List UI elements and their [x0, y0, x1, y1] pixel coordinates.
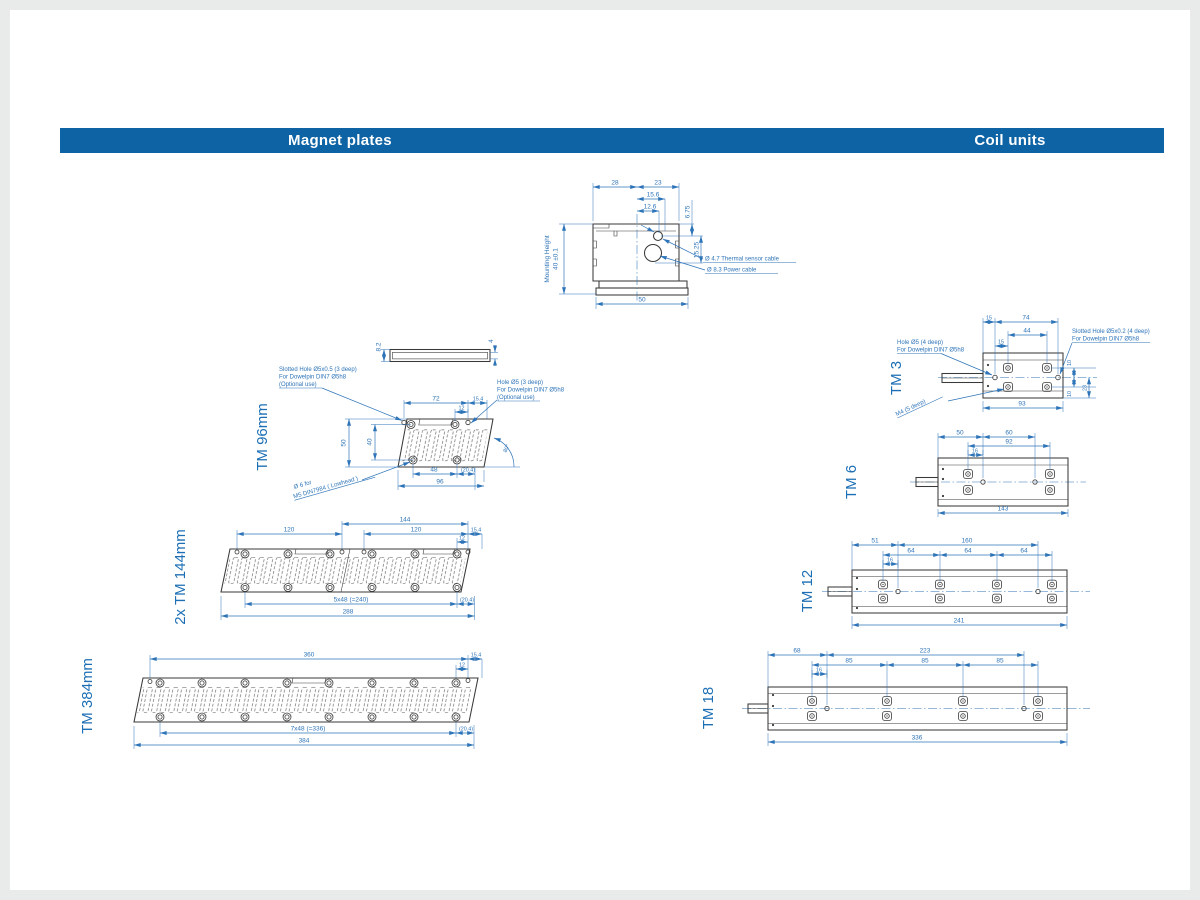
dim-label: 336: [912, 735, 923, 742]
dim-label: 28: [611, 180, 619, 187]
dim-label: 15.4: [473, 397, 484, 403]
tm12-label: TM 12: [799, 570, 816, 613]
dim-label: (20.4): [461, 468, 475, 474]
tm144-drawing: 2x TM 144mm 120 144 120 15.4 12 5x48 (=2…: [172, 517, 483, 625]
dim-label: 15: [998, 340, 1004, 346]
dim-label: 4: [488, 339, 495, 343]
dim-label: 96: [436, 479, 444, 486]
tm96-drawing: TM 96mm 8.2 4 72 15.4 12 50 40 48 (20.4)…: [254, 339, 565, 501]
dim-label: 15: [986, 316, 992, 322]
dim-label: 384: [299, 738, 310, 745]
tm3-drawing: TM 3 15 74 44 15 10 10 23 93 Hole Ø5 (4 …: [888, 315, 1150, 419]
tm384-label: TM 384mm: [79, 658, 96, 734]
dim-label: 160: [962, 538, 973, 545]
dim-label: 48: [430, 467, 438, 474]
dim-label: 241: [954, 618, 965, 625]
tm384-drawing: TM 384mm 360 15.4 12 7x48 (=336) (20.4) …: [79, 652, 483, 749]
dim-label: 44: [1023, 328, 1031, 335]
dim-label: 8.2: [376, 342, 383, 351]
tm3-hole-note: Hole Ø5 (4 deep): [897, 340, 943, 346]
dim-label: (20.4): [459, 727, 473, 733]
dim-label: 12.6: [644, 204, 657, 211]
dim-label: 23: [1083, 385, 1089, 391]
dim-label: 15.6: [647, 192, 660, 199]
slotted-hole-note: For Dowelpin DIN7 Ø5h8: [279, 375, 347, 381]
dim-label: 93: [1018, 401, 1026, 408]
dim-label: 16: [887, 558, 893, 564]
section-header-bar: Magnet plates Coil units: [60, 128, 1164, 153]
dim-label: 64: [907, 548, 915, 555]
dim-label: 6.75: [685, 205, 692, 218]
dim-label: 223: [920, 648, 931, 655]
power-cable-note: Ø 8.3 Power cable: [707, 268, 757, 274]
screw-note-line1: Ø 6 for: [293, 480, 312, 491]
mounting-height-value: 40 ±0.1: [553, 248, 560, 270]
dim-label: 12: [459, 536, 465, 542]
tm6-label: TM 6: [843, 465, 860, 499]
tm12-drawing: TM 12 51 160 64 64 64 16 241: [799, 538, 1090, 629]
dim-label: 23: [654, 180, 662, 187]
dim-label: 16: [972, 449, 978, 455]
dim-label: 10: [1067, 360, 1073, 366]
tm3-slotted-note: For Dowelpin DIN7 Ø5h8: [1072, 337, 1140, 343]
dim-label: 120: [411, 527, 422, 534]
dim-label: 92: [1005, 439, 1013, 446]
tm6-drawing: TM 6 50 60 92 16 143: [843, 430, 1086, 517]
dim-label: 74: [1022, 315, 1030, 322]
tm3-hole-note: For Dowelpin DIN7 Ø5h8: [897, 348, 965, 354]
thread-note-text: M4 (5 deep): [895, 399, 927, 418]
dim-label: 15.4: [471, 528, 482, 534]
dim-label: 143: [998, 506, 1009, 513]
dim-label: 68: [793, 648, 801, 655]
dim-label: 50: [341, 439, 348, 447]
dim-label: 15.4: [471, 653, 482, 659]
tm144-label: 2x TM 144mm: [172, 529, 189, 625]
dim-label: 16: [816, 668, 822, 674]
dim-label: 85: [996, 658, 1004, 665]
dim-label: 85: [921, 658, 929, 665]
dim-label: 360: [304, 652, 315, 659]
coil-units-header: Coil units: [974, 132, 1046, 149]
thermal-cable-note: Ø 4.7 Thermal sensor cable: [705, 257, 780, 263]
dim-label: 120: [284, 527, 295, 534]
hole-note: (Optional use): [497, 395, 535, 401]
dim-label: 60: [1005, 430, 1013, 437]
mounting-height-label: Mounting Height: [544, 235, 551, 283]
tm3-slotted-note: Slotted Hole Ø5x0.2 (4 deep): [1072, 329, 1150, 335]
tm18-drawing: TM 18 68 223 85 85 85 16 336: [700, 648, 1090, 746]
dim-label: 64: [1020, 548, 1028, 555]
tm18-label: TM 18: [700, 687, 717, 730]
screw-note: Ø 6 for M5 DIN7984 ( Lowhead ): [293, 476, 376, 501]
slotted-hole-note: Slotted Hole Ø5x0.5 (3 deep): [279, 367, 357, 373]
hole-note: For Dowelpin DIN7 Ø5h8: [497, 388, 565, 394]
hole-note: Hole Ø5 (3 deep): [497, 380, 543, 386]
dim-label: 7x48 (=336): [291, 726, 326, 733]
dim-label: (20.4): [460, 598, 474, 604]
dim-label: 64: [964, 548, 972, 555]
angle-label: 80°: [503, 444, 512, 454]
tm3-label: TM 3: [888, 361, 905, 395]
dim-label: 50: [638, 297, 646, 304]
dim-label: 85: [845, 658, 853, 665]
cross-section-drawing: 28 23 15.6 12.6 6.75 15.25 Mounting Heig…: [544, 180, 796, 309]
dim-label: 10: [1067, 391, 1073, 397]
slotted-hole-note: (Optional use): [279, 382, 317, 388]
magnet-plates-header: Magnet plates: [288, 132, 392, 149]
dim-label: 12: [459, 406, 465, 412]
dim-label: 5x48 (=240): [334, 597, 369, 604]
dim-label: 15.25: [694, 241, 701, 258]
dim-label: 144: [400, 517, 411, 524]
dim-label: 12: [459, 663, 465, 669]
dim-label: 288: [343, 609, 354, 616]
tm96-label: TM 96mm: [254, 403, 271, 471]
dim-label: 40: [367, 438, 374, 446]
dim-label: 50: [956, 430, 964, 437]
dim-label: 72: [432, 396, 440, 403]
dim-label: 51: [871, 538, 879, 545]
